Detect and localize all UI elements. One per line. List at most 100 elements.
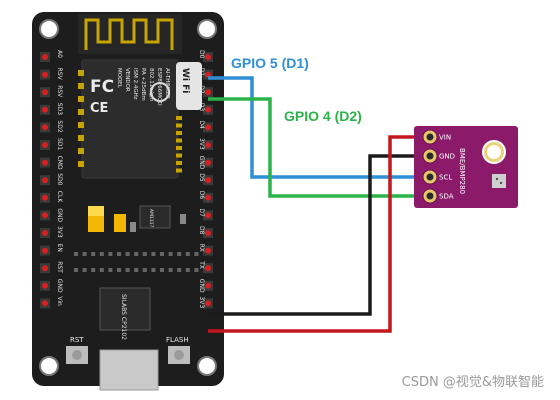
right-pin-label: D7: [198, 208, 205, 217]
right-pin: RX: [198, 244, 213, 256]
header-hole: [134, 268, 139, 272]
ai-thinker-logo: [150, 82, 170, 102]
left-pin: A0: [40, 50, 63, 62]
left-pin-label: SD1: [56, 138, 63, 150]
module-pad: [78, 109, 84, 115]
sensor-pin: VIN: [422, 129, 451, 145]
right-pin: D7: [198, 208, 213, 221]
mount-hole: [197, 356, 217, 376]
header-hole: [125, 268, 130, 272]
micro-usb-connector: [99, 349, 159, 391]
left-pin-label: GND: [56, 279, 63, 293]
right-pin: D3: [198, 103, 213, 115]
antenna-trace: [78, 14, 182, 54]
module-pad: [176, 168, 182, 173]
header-hole: [185, 252, 190, 256]
header-hole: [134, 252, 139, 256]
capacitor-yellow-cap: [88, 206, 104, 216]
sensor-pin-label: SCL: [439, 174, 452, 182]
right-pin-label: RX: [198, 244, 205, 252]
mount-hole: [197, 19, 217, 39]
gpio4-label: GPIO 4 (D2): [284, 108, 362, 124]
module-pad: [176, 161, 182, 165]
right-pin: D4: [198, 120, 213, 133]
wifi-logo-text: Wi Fi: [180, 68, 190, 93]
right-pin-label: TX: [198, 260, 205, 269]
rst-button[interactable]: [66, 346, 88, 364]
header-hole: [168, 268, 173, 272]
smd-part: [180, 214, 186, 224]
header-hole: [117, 252, 121, 256]
right-pin-label: 3V3: [198, 296, 205, 308]
header-hole: [82, 252, 87, 256]
header-hole: [74, 252, 78, 256]
wifi-logo: Wi Fi: [176, 62, 202, 110]
module-pad: [78, 148, 84, 154]
left-pin-label: 3V3: [56, 226, 63, 238]
sensor-pin-label: SDA: [439, 193, 454, 201]
header-hole: [82, 268, 87, 272]
header-hole: [177, 252, 182, 256]
module-line: AI-THINKER: [164, 68, 170, 99]
left-pin-label: Vin: [56, 296, 63, 306]
module-line: MODEL: [116, 68, 122, 89]
left-pin: GND: [40, 279, 63, 293]
wire-gnd: [208, 154, 430, 316]
module-line: 802.11b/g/n: [148, 68, 154, 102]
module-line: VENDOR: [124, 68, 130, 92]
right-pin-label: 3V3: [198, 138, 205, 150]
left-pin: RST: [40, 261, 63, 274]
module-text-right: ESP8266MOD AI-THINKER: [156, 68, 170, 106]
left-pin: Vin: [40, 296, 63, 309]
left-pin: 3V3: [40, 226, 63, 238]
usb-uart-chip: [99, 287, 151, 331]
flash-button[interactable]: [168, 346, 190, 364]
ce-logo: CE: [90, 101, 108, 116]
right-pin: TX: [198, 260, 213, 274]
module-pad: [176, 116, 182, 120]
esp8266-board: FC CE MODEL VENDOR ISM 2.4GHz PA +25dBm …: [32, 12, 224, 391]
left-pin-label: RST: [56, 261, 63, 273]
header-hole: [99, 252, 104, 256]
left-pin-label: SD2: [56, 120, 63, 132]
left-pin-label: SD3: [56, 103, 63, 115]
right-pin-label: GND: [198, 279, 205, 293]
module-pad: [176, 131, 182, 135]
header-hole: [160, 268, 164, 272]
module-pad: [78, 83, 84, 89]
module-pad: [78, 70, 84, 76]
header-hole: [108, 252, 113, 256]
left-pin-label: EN: [56, 244, 63, 252]
module-line: PA +25dBm: [140, 68, 146, 101]
header-hole: [151, 268, 156, 272]
left-pin: SD1: [40, 138, 63, 150]
gpio5-label: GPIO 5 (D1): [231, 55, 309, 71]
smd-part: [130, 222, 136, 232]
right-pin: D5: [198, 173, 213, 186]
right-pin: GND: [198, 156, 213, 170]
left-pin-label: RSV: [56, 68, 63, 81]
header-hole: [168, 252, 173, 256]
header-hole: [177, 268, 182, 272]
left-pin: GND: [40, 208, 63, 223]
header-hole: [194, 252, 199, 256]
module-line: ISM 2.4GHz: [132, 68, 138, 100]
right-pin-label: D2: [198, 85, 205, 94]
wire-vcc: [208, 135, 430, 333]
mount-hole: [39, 19, 59, 39]
header-hole: [142, 268, 147, 272]
sensor-name: BME/BMP280: [458, 148, 466, 194]
header-hole: [108, 268, 113, 272]
sensor-pin: SCL: [422, 169, 452, 185]
wires: [208, 76, 430, 333]
right-pin: D8: [198, 226, 213, 238]
left-pin: RSV: [40, 68, 63, 81]
header-hole: [160, 252, 164, 256]
left-pin-label: CMD: [56, 156, 63, 170]
rst-label: RST: [70, 336, 84, 344]
left-pin: CLK: [40, 191, 63, 203]
module-pad: [176, 146, 182, 150]
right-pin: D2: [198, 85, 213, 98]
